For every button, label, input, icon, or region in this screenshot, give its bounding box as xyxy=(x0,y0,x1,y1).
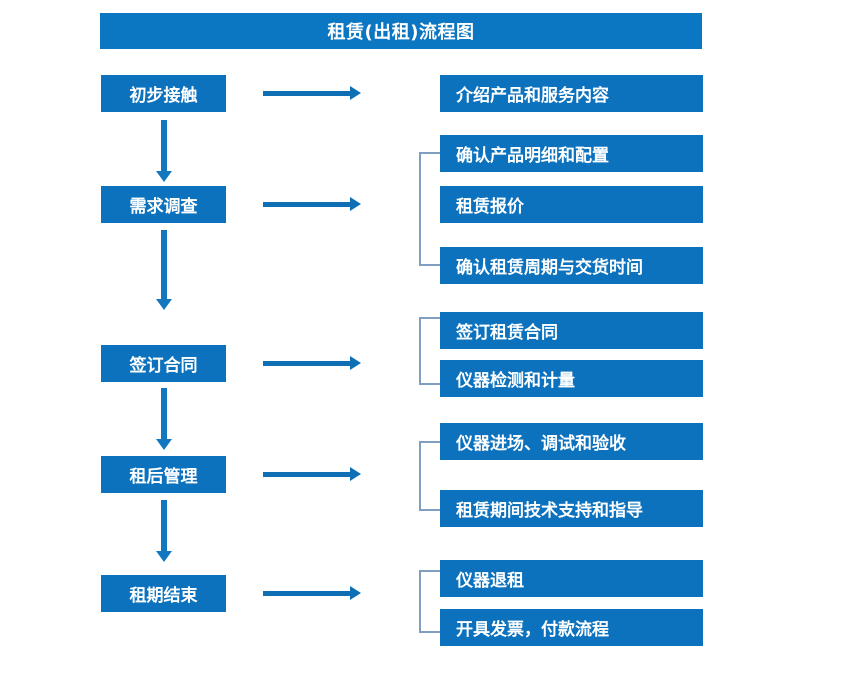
arrow-head xyxy=(156,299,172,310)
stage-box-1[interactable]: 初步接触 xyxy=(101,75,226,112)
arrow-shaft xyxy=(161,500,167,551)
right-arrow-icon-3 xyxy=(263,356,361,370)
stage-box-2[interactable]: 需求调查 xyxy=(101,186,226,223)
arrow-head xyxy=(156,551,172,562)
arrow-head xyxy=(156,171,172,182)
arrow-head xyxy=(350,197,361,211)
down-arrow-icon-4 xyxy=(156,500,172,562)
detail-box-5-2[interactable]: 开具发票，付款流程 xyxy=(440,609,703,646)
arrow-head xyxy=(156,439,172,450)
detail-box-2-2[interactable]: 租赁报价 xyxy=(440,186,703,223)
arrow-shaft xyxy=(263,202,351,207)
group-bracket-2 xyxy=(419,152,440,266)
arrow-head xyxy=(350,356,361,370)
down-arrow-icon-3 xyxy=(156,388,172,450)
right-arrow-icon-2 xyxy=(263,197,361,211)
detail-box-4-2[interactable]: 租赁期间技术支持和指导 xyxy=(440,490,703,527)
arrow-shaft xyxy=(263,591,351,596)
group-bracket-4 xyxy=(419,441,440,511)
detail-box-2-3[interactable]: 确认租赁周期与交货时间 xyxy=(440,247,703,284)
right-arrow-icon-4 xyxy=(263,467,361,481)
arrow-head xyxy=(350,586,361,600)
arrow-shaft xyxy=(263,361,351,366)
arrow-shaft xyxy=(263,91,351,96)
down-arrow-icon-2 xyxy=(156,230,172,310)
group-bracket-5 xyxy=(419,570,440,633)
down-arrow-icon-1 xyxy=(156,120,172,182)
detail-box-1-1[interactable]: 介绍产品和服务内容 xyxy=(440,75,703,112)
stage-box-4[interactable]: 租后管理 xyxy=(101,456,226,493)
arrow-head xyxy=(350,467,361,481)
stage-box-3[interactable]: 签订合同 xyxy=(101,345,226,382)
right-arrow-icon-1 xyxy=(263,86,361,100)
page-title: 租赁(出租)流程图 xyxy=(100,13,702,49)
arrow-shaft xyxy=(161,388,167,439)
arrow-shaft xyxy=(161,120,167,171)
stage-box-5[interactable]: 租期结束 xyxy=(101,575,226,612)
detail-box-4-1[interactable]: 仪器进场、调试和验收 xyxy=(440,423,703,460)
detail-box-3-1[interactable]: 签订租赁合同 xyxy=(440,312,703,349)
detail-box-3-2[interactable]: 仪器检测和计量 xyxy=(440,360,703,397)
right-arrow-icon-5 xyxy=(263,586,361,600)
detail-box-2-1[interactable]: 确认产品明细和配置 xyxy=(440,135,703,172)
group-bracket-3 xyxy=(419,317,440,385)
arrow-head xyxy=(350,86,361,100)
arrow-shaft xyxy=(263,472,351,477)
arrow-shaft xyxy=(161,230,167,299)
detail-box-5-1[interactable]: 仪器退租 xyxy=(440,560,703,597)
